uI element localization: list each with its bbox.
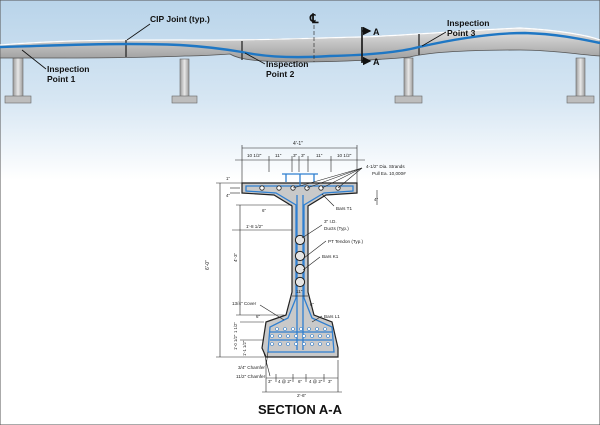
bulb-bar — [310, 342, 314, 346]
bulb-bar — [326, 342, 330, 346]
bulb-bar — [278, 334, 282, 338]
sky-background — [0, 0, 600, 180]
bulb-bar — [323, 327, 327, 331]
dim-seg-f: 10 1/2" — [337, 153, 352, 158]
dim-seg-b: 11" — [275, 153, 282, 158]
note-bars-k1: Bars K1 — [322, 254, 339, 259]
bottom-bulb-bars — [270, 327, 330, 346]
bulb-bar — [275, 327, 279, 331]
inspection-point-2-line2: Point 2 — [266, 69, 295, 79]
dim-bb-d: 4 @ 2" — [309, 379, 323, 384]
note-leaders — [259, 167, 363, 377]
bulb-bar — [286, 342, 290, 346]
note-pt-tendon: PT Tendon (Typ.) — [328, 239, 364, 244]
note-bars-l1: Bars L1 — [324, 314, 340, 319]
section-mark-bottom: A — [373, 57, 380, 67]
dim-bottom-chamfer: 6" — [256, 314, 260, 319]
dim-top-chamfer: 6" — [262, 208, 266, 213]
inspection-point-1-leader — [21, 49, 47, 70]
dim-bb-e: 3" — [328, 379, 332, 384]
note-ducts-line1: 3" I.D. — [324, 219, 337, 224]
note-chamfer-1: 3/4" Chamfer — [238, 365, 265, 370]
bulb-bar — [283, 327, 287, 331]
dim-web-6: 6" — [310, 302, 314, 307]
bulb-bar — [307, 327, 311, 331]
dimension-lines — [216, 145, 378, 393]
bulb-bar — [286, 334, 290, 338]
inspection-point-3-line2: Point 3 — [447, 28, 476, 38]
bulb-bar — [270, 334, 274, 338]
dim-height-total: 6'-0" — [205, 260, 211, 270]
centerline-symbol: ℄ — [309, 11, 319, 26]
deck-top-edge — [0, 27, 600, 46]
bulb-bar — [291, 327, 295, 331]
dim-bb-a: 3" — [268, 379, 272, 384]
note-chamfer-2: 11/2" Chamfer — [236, 374, 266, 379]
dim-bottom-2: 1'-0 1/2" — [233, 334, 238, 350]
bulb-bar — [318, 334, 322, 338]
dim-bb-c: 6" — [298, 379, 302, 384]
section-a-a: 4'-1" 10 1/2" 11" 3" 3" 11" 10 1/2" 1" 4… — [205, 141, 406, 417]
dim-bottom-3: 1'-1 1/2" — [242, 340, 247, 356]
inspection-point-3-leader — [421, 31, 447, 47]
cip-joint-label: CIP Joint (typ.) — [150, 14, 210, 24]
bulb-bar — [294, 334, 298, 338]
bulb-bar — [278, 342, 282, 346]
bulb-bar — [302, 334, 306, 338]
dim-web-width: 11" — [296, 289, 303, 294]
bulb-bar — [318, 342, 322, 346]
note-ducts-line2: Ducts (Typ.) — [324, 226, 349, 231]
pt-tendon-profile — [0, 31, 600, 59]
note-bars-t1: Bars T1 — [336, 206, 352, 211]
note-pull: Pull Ea. 10,000# — [372, 171, 406, 176]
cip-joint-leader — [126, 23, 151, 41]
dim-web-half: 1'-8 1/2" — [246, 224, 263, 229]
pier-3 — [394, 57, 423, 104]
bulb-bar — [310, 334, 314, 338]
dim-top-overall: 4'-1" — [293, 141, 303, 147]
bulb-bar — [270, 342, 274, 346]
dim-bottom-1: 1 1/2" — [233, 322, 238, 333]
note-cover: 13/4" Cover — [232, 301, 257, 306]
bridge-elevation: ℄ A A CIP Joint (typ.) Inspection Point … — [0, 11, 600, 104]
pier-2 — [171, 58, 198, 104]
bulb-bar — [294, 342, 298, 346]
dim-flange-1: 1" — [226, 176, 230, 181]
dim-web-height: 4'-3" — [233, 252, 238, 262]
bulb-bar — [299, 327, 303, 331]
dim-bb-b: 4 @ 2" — [278, 379, 292, 384]
section-cut-marker: A A — [361, 26, 380, 67]
inspection-point-1-line1: Inspection — [47, 64, 90, 74]
dim-seg-c: 3" — [293, 153, 298, 158]
dim-seg-d: 3" — [301, 153, 306, 158]
dim-bottom-width: 2'-6" — [297, 393, 307, 398]
top-strands — [259, 185, 341, 191]
dim-seg-a: 10 1/2" — [247, 153, 262, 158]
inspection-point-1-line2: Point 1 — [47, 74, 76, 84]
dim-flange-3: 4" — [374, 197, 378, 202]
note-strands: 4-1/2" Dia. Strands — [366, 164, 405, 169]
pier-4 — [566, 57, 595, 104]
inspection-point-3-line1: Inspection — [447, 18, 490, 28]
section-title: SECTION A-A — [258, 402, 343, 417]
dim-flange-2: 4" — [226, 193, 230, 198]
section-mark-top: A — [373, 27, 380, 37]
bulb-bar — [326, 334, 330, 338]
inspection-point-2-leader — [244, 52, 266, 65]
bulb-bar — [302, 342, 306, 346]
inspection-point-2-line1: Inspection — [266, 59, 309, 69]
dim-seg-e: 11" — [316, 153, 323, 158]
bulb-bar — [315, 327, 319, 331]
